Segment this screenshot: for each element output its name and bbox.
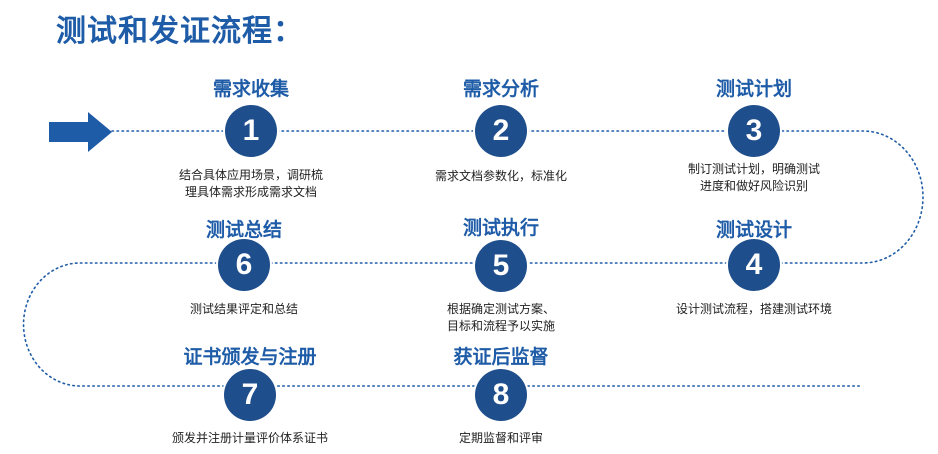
step-5-desc-line-2: 目标和流程予以实施 [446, 319, 555, 333]
page-title: 测试和发证流程： [56, 14, 304, 49]
step-2-description: 需求文档参数化，标准化 [401, 168, 601, 185]
step-8-description: 定期监督和评审 [401, 430, 601, 447]
step-1-title: 需求收集 [212, 78, 289, 100]
step-2-desc-line-1: 需求文档参数化，标准化 [434, 169, 567, 183]
step-7-desc-line-1: 颁发并注册计量评价体系证书 [171, 431, 328, 445]
step-3-title: 测试计划 [715, 78, 792, 100]
step-6-desc-line-1: 测试结果评定和总结 [189, 302, 298, 316]
step-3-desc-line-1: 制订测试计划，明确测试 [687, 162, 820, 176]
step-1-desc-line-1: 结合具体应用场景，调研梳 [178, 168, 323, 182]
step-3-description: 制订测试计划，明确测试 进度和做好风险识别 [654, 161, 854, 195]
step-7-number-badge: 7 [224, 369, 276, 421]
step-6-description: 测试结果评定和总结 [144, 301, 344, 318]
step-5-description: 根据确定测试方案、 目标和流程予以实施 [401, 301, 601, 335]
step-1-desc-line-2: 理具体需求形成需求文档 [184, 185, 317, 199]
step-5-title: 测试执行 [462, 217, 539, 239]
step-3-desc-line-2: 进度和做好风险识别 [699, 179, 808, 193]
step-8-title: 获证后监督 [453, 346, 549, 368]
step-1-number-badge: 1 [225, 105, 277, 157]
step-2-number-badge: 2 [475, 105, 527, 157]
step-7-description: 颁发并注册计量评价体系证书 [150, 430, 350, 447]
step-3-number-badge: 3 [728, 105, 780, 157]
step-4-number-badge: 4 [728, 239, 780, 291]
step-4-title: 测试设计 [715, 219, 792, 241]
step-1-description: 结合具体应用场景，调研梳 理具体需求形成需求文档 [151, 167, 351, 201]
dotted-flow-line [22, 130, 924, 387]
step-8-desc-line-1: 定期监督和评审 [458, 431, 543, 445]
step-8-number-badge: 8 [475, 369, 527, 421]
step-6-title: 测试总结 [205, 219, 282, 241]
step-4-description: 设计测试流程，搭建测试环境 [654, 301, 854, 318]
step-5-desc-line-1: 根据确定测试方案、 [446, 302, 555, 316]
right-arrow-icon [49, 112, 112, 152]
step-4-desc-line-1: 设计测试流程，搭建测试环境 [675, 302, 832, 316]
step-6-number-badge: 6 [218, 239, 270, 291]
step-7-title: 证书颁发与注册 [183, 346, 317, 368]
step-5-number-badge: 5 [475, 240, 527, 292]
step-2-title: 需求分析 [462, 78, 539, 100]
